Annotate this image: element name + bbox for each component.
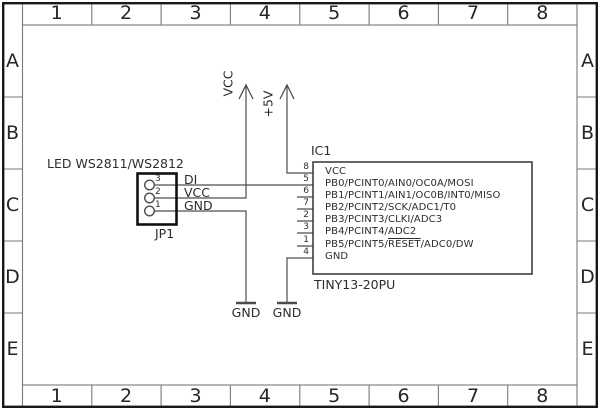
frame-col-top-2: 2 [120, 2, 133, 24]
ic-pin-name-pb2: PB2/PCINT2/SCK/ADC1/T0 [325, 202, 457, 213]
left-band-dividers [4, 96, 23, 314]
jp1-pin1-number: 1 [155, 200, 161, 210]
ic-pin-number-5: 5 [303, 174, 309, 184]
bottom-band-dividers [21, 385, 578, 406]
frame-col-bottom-5: 5 [328, 384, 341, 407]
wire-gnd-right [286, 257, 313, 303]
frame-col-bottom-3: 3 [189, 384, 202, 407]
frame-col-bottom-6: 6 [397, 384, 410, 407]
connector-value-label: LED WS2811/WS2812 [47, 156, 184, 171]
plus5v-power-label: +5V [260, 90, 276, 118]
ic-pin-name-gnd: GND [325, 251, 349, 262]
right-band-dividers [577, 96, 596, 314]
jp1-pin1-pad-icon [143, 205, 155, 217]
frame-row-right-e: E [581, 337, 594, 360]
ic-part-label: TINY13-20PU [314, 277, 396, 292]
ic-pin-number-7: 7 [303, 198, 309, 208]
net-label-gnd: GND [184, 198, 213, 213]
ic-pin-number-4: 4 [303, 247, 309, 257]
jp1-outline [136, 172, 178, 226]
frame-row-right-d: D [580, 265, 595, 288]
connector-jp1-body [136, 172, 178, 226]
jp1-pin2-pad-icon [143, 192, 155, 204]
jp1-pin3-number: 3 [155, 174, 161, 184]
ic-designator-label: IC1 [311, 143, 332, 158]
ic-pin-number-6: 6 [303, 186, 309, 196]
vcc-power-label: VCC [220, 70, 236, 97]
ic-pin-name-pb5-pre: PB5/PCINT5/ [325, 239, 389, 250]
gnd-right-label: GND [272, 305, 302, 320]
wires [154, 83, 313, 305]
frame-row-right-c: C [580, 193, 595, 216]
frame-grid-lines [4, 4, 596, 406]
ic-pin-number-8: 8 [303, 162, 309, 172]
ic-pin-name-pb5: PB5/PCINT5/RESET/ADC0/DW [325, 239, 474, 251]
ic-pin-name-pb0: PB0/PCINT0/AIN0/OC0A/MOSI [325, 178, 474, 189]
net-label-vcc: VCC [184, 185, 211, 200]
frame-row-right-a: A [581, 49, 594, 72]
frame-col-top-4: 4 [258, 2, 271, 24]
wire-plus5v [286, 85, 313, 174]
net-label-di: DI [184, 172, 198, 187]
plus5v-arrowhead-icon [279, 83, 295, 100]
frame-col-bottom-8: 8 [536, 384, 549, 407]
jp1-pin2-number: 2 [155, 187, 161, 197]
frame-row-left-e: E [6, 337, 19, 360]
ic-pin-number-3: 3 [303, 222, 309, 232]
frame-row-left-c: C [5, 193, 20, 216]
frame-col-top-6: 6 [397, 2, 410, 24]
frame-col-top-8: 8 [536, 2, 549, 24]
frame-col-top-1: 1 [50, 2, 63, 24]
frame-col-bottom-2: 2 [120, 384, 133, 407]
frame-col-bottom-7: 7 [466, 384, 480, 407]
ic-pin-stubs [297, 196, 313, 247]
frame-col-bottom-4: 4 [258, 384, 271, 407]
wire-vcc [154, 85, 247, 199]
top-band-dividers [21, 4, 578, 25]
ic-pin-name-pb3: PB3/PCINT3/CLKI/ADC3 [325, 214, 443, 225]
ic1-outline [312, 161, 533, 275]
frame-row-right-b: B [580, 121, 595, 144]
frame-col-bottom-1: 1 [50, 384, 63, 407]
ic-pin-number-1: 1 [303, 235, 309, 245]
wire-gnd-left [154, 210, 247, 303]
frame-row-left-b: B [5, 121, 20, 144]
frame-col-top-7: 7 [466, 2, 480, 24]
jp1-pin3-pad-icon [143, 179, 155, 191]
gnd-left-label: GND [231, 305, 261, 320]
vcc-arrowhead-icon [238, 83, 254, 100]
frame-row-left-d: D [5, 265, 20, 288]
ic-pin-name-pb5-post: /ADC0/DW [420, 239, 474, 250]
ic-pin-name-pb5-reset: RESET [388, 239, 421, 250]
frame-col-top-3: 3 [189, 2, 202, 24]
ic-pin-name-vcc: VCC [325, 166, 347, 177]
frame-row-left-a: A [6, 49, 19, 72]
frame-col-top-5: 5 [328, 2, 341, 24]
ic-pin-name-pb1: PB1/PCINT1/AIN1/OC0B/INT0/MISO [325, 190, 501, 201]
ic-pin-name-pb4: PB4/PCINT4/ADC2 [325, 226, 417, 237]
ic-pin-number-2: 2 [303, 210, 309, 220]
connector-designator-label: JP1 [155, 226, 175, 241]
